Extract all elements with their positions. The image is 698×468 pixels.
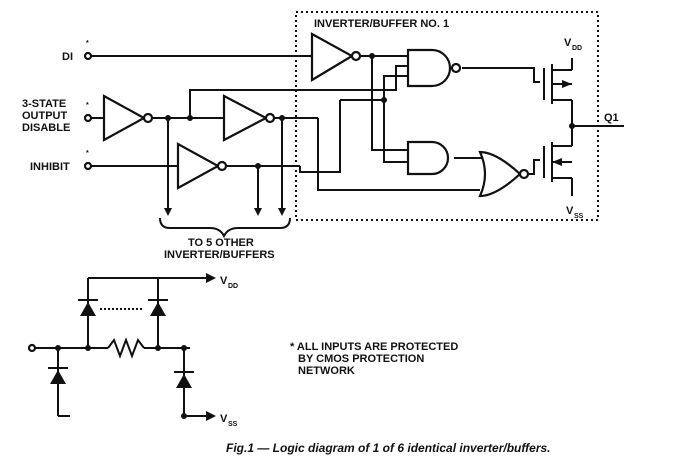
three-state-label-1: 3-STATE	[22, 98, 66, 110]
arrow-down-3	[278, 208, 286, 216]
junction-dot	[165, 115, 171, 121]
di-label: DI	[62, 51, 73, 63]
di-asterisk: *	[86, 40, 89, 47]
inhibit-to-and	[383, 100, 408, 163]
inhibit-label: INHIBIT	[30, 161, 70, 173]
prot-vss-label-sub: SS	[228, 421, 238, 428]
arrow-down-1	[164, 208, 172, 216]
three-state-label-2: OUTPUT	[22, 110, 68, 122]
prot-vss-label: V	[220, 413, 228, 425]
arrow-down-2	[254, 208, 262, 216]
three-state-asterisk: *	[86, 102, 89, 109]
inhibit-asterisk: *	[86, 150, 89, 157]
nand-gate	[406, 48, 462, 88]
vdd-label: V	[564, 37, 572, 49]
junction-dot	[187, 115, 193, 121]
inhibit-to-gates	[299, 100, 341, 173]
protection-network	[27, 273, 216, 421]
nmos-transistor	[543, 142, 573, 184]
di-inverter	[310, 32, 362, 82]
to-others-label-1: TO 5 OTHER	[188, 237, 254, 249]
di-bar-to-and	[371, 56, 408, 151]
note-line-1: * ALL INPUTS ARE PROTECTED	[290, 341, 458, 353]
nor-output-wire	[528, 159, 540, 175]
q1-label: Q1	[604, 112, 619, 124]
three-state-inverter	[102, 94, 154, 142]
junction-dot	[279, 115, 285, 121]
nand-output-wire	[462, 67, 540, 83]
to-others-bracket	[159, 217, 291, 239]
prot-vdd-label-sub: DD	[228, 283, 238, 290]
junction-dot	[381, 97, 387, 103]
pmos-transistor	[543, 64, 573, 110]
prot-vdd-label: V	[220, 275, 228, 287]
disable-to-nor	[317, 118, 480, 191]
note-line-2: BY CMOS PROTECTION	[298, 353, 424, 365]
nor-gate	[478, 150, 530, 198]
vdd-label-sub: DD	[572, 45, 582, 52]
inverter-buffer-boundary	[295, 11, 599, 221]
three-state-input-pin	[83, 113, 93, 123]
output-junction	[569, 123, 575, 129]
inhibit-input-pin	[83, 161, 93, 171]
disable-buffer	[222, 94, 276, 142]
inhibit-to-nand	[340, 75, 408, 101]
figure-caption: Fig.1 — Logic diagram of 1 of 6 identica…	[226, 441, 551, 455]
and-gate	[406, 140, 450, 176]
vss-label: V	[566, 205, 574, 217]
three-state-label-3: DISABLE	[22, 122, 70, 134]
vss-label-sub: SS	[574, 213, 584, 220]
inverter-buffer-title: INVERTER/BUFFER NO. 1	[314, 18, 449, 30]
junction-dot	[255, 163, 261, 169]
inhibit-inverter	[176, 142, 228, 190]
disable-bar-branch	[189, 65, 408, 118]
to-others-label-2: INVERTER/BUFFERS	[164, 249, 275, 261]
di-input-pin	[83, 51, 93, 61]
note-line-3: NETWORK	[298, 365, 355, 377]
junction-dot	[369, 53, 375, 59]
